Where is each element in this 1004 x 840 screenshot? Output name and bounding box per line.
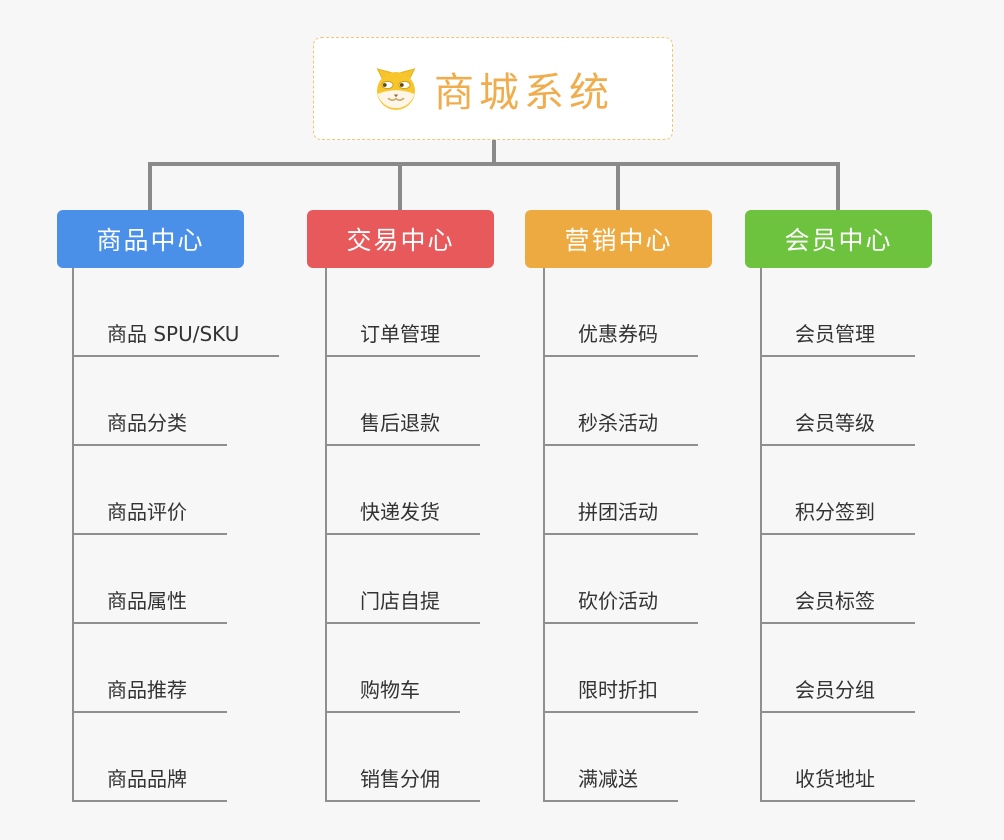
tree-node[interactable]: 商品品牌: [74, 713, 227, 802]
tree-node[interactable]: 收货地址: [762, 713, 915, 802]
tree-node[interactable]: 会员分组: [762, 624, 915, 713]
branch-box-trade[interactable]: 交易中心: [307, 210, 494, 268]
tree-node[interactable]: 门店自提: [327, 535, 480, 624]
tree-node[interactable]: 限时折扣: [545, 624, 698, 713]
tree-node[interactable]: 会员管理: [762, 268, 915, 357]
tree-node[interactable]: 秒杀活动: [545, 357, 698, 446]
tree-node[interactable]: 商品推荐: [74, 624, 227, 713]
tree-node[interactable]: 商品评价: [74, 446, 227, 535]
tree-node[interactable]: 满减送: [545, 713, 678, 802]
doge-icon: [372, 65, 420, 113]
tree-node[interactable]: 砍价活动: [545, 535, 698, 624]
tree-node[interactable]: 售后退款: [327, 357, 480, 446]
branch-list-trade: 订单管理 售后退款 快递发货 门店自提 购物车 销售分佣: [325, 268, 480, 802]
connector-horizontal-bar: [148, 162, 840, 166]
connector-drop-member: [836, 164, 840, 210]
tree-node[interactable]: 销售分佣: [327, 713, 480, 802]
connector-drop-marketing: [616, 164, 620, 210]
tree-node[interactable]: 优惠券码: [545, 268, 698, 357]
tree-node[interactable]: 会员标签: [762, 535, 915, 624]
tree-node[interactable]: 快递发货: [327, 446, 480, 535]
connector-drop-product: [148, 164, 152, 210]
branch-list-product: 商品 SPU/SKU 商品分类 商品评价 商品属性 商品推荐 商品品牌: [72, 268, 280, 802]
branch-list-marketing: 优惠券码 秒杀活动 拼团活动 砍价活动 限时折扣 满减送: [543, 268, 698, 802]
tree-node[interactable]: 商品分类: [74, 357, 227, 446]
tree-node[interactable]: 订单管理: [327, 268, 480, 357]
branch-list-member: 会员管理 会员等级 积分签到 会员标签 会员分组 收货地址: [760, 268, 915, 802]
tree-node[interactable]: 商品 SPU/SKU: [74, 268, 280, 357]
root-node[interactable]: 商城系统: [313, 37, 673, 140]
tree-node[interactable]: 会员等级: [762, 357, 915, 446]
tree-node[interactable]: 商品属性: [74, 535, 227, 624]
connector-root-stem: [492, 140, 496, 164]
branch-box-member[interactable]: 会员中心: [745, 210, 932, 268]
connector-drop-trade: [398, 164, 402, 210]
root-title: 商城系统: [434, 69, 614, 116]
tree-node[interactable]: 积分签到: [762, 446, 915, 535]
tree-node[interactable]: 购物车: [327, 624, 460, 713]
branch-box-marketing[interactable]: 营销中心: [525, 210, 712, 268]
tree-node[interactable]: 拼团活动: [545, 446, 698, 535]
branch-box-product[interactable]: 商品中心: [57, 210, 244, 268]
